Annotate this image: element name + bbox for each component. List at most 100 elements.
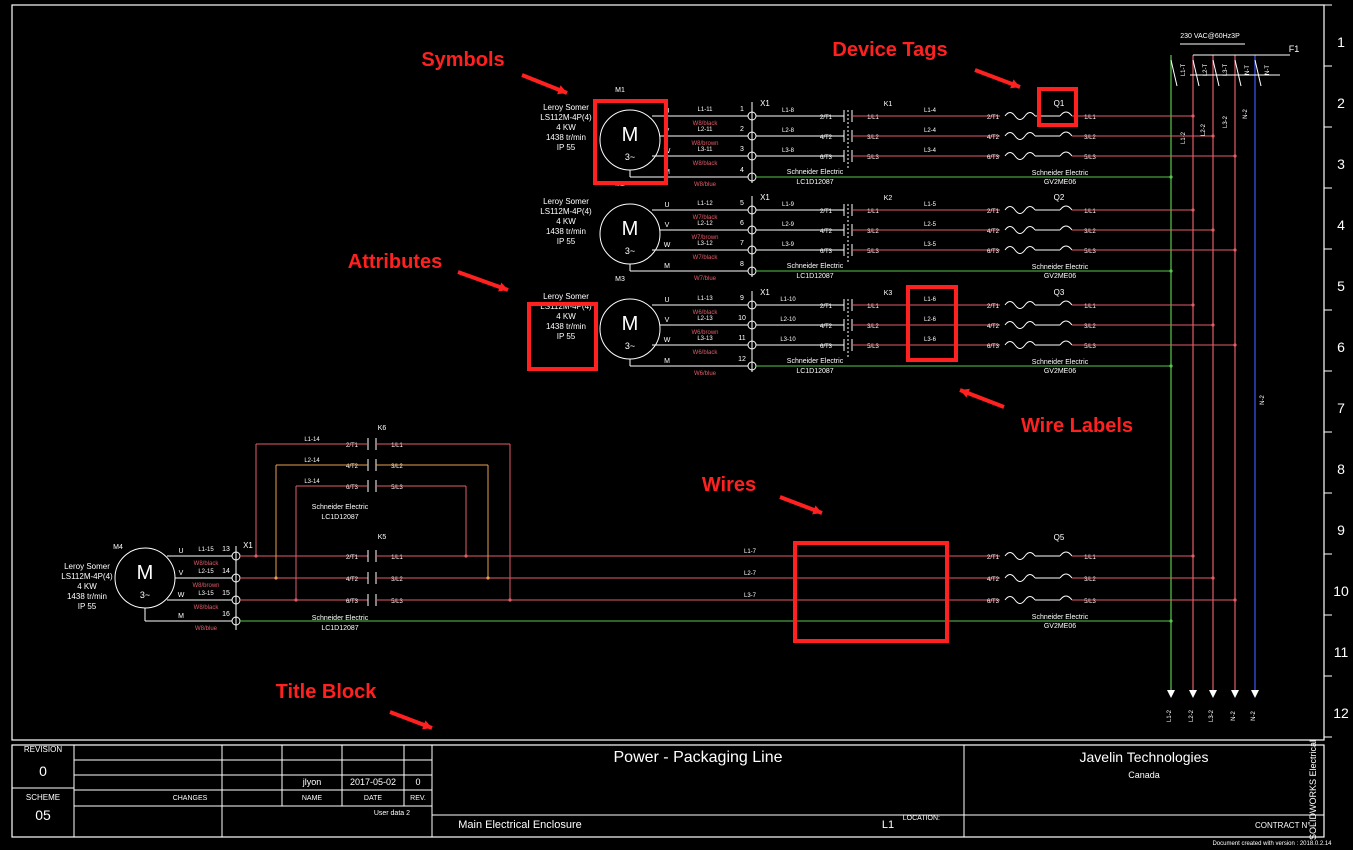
supply-bus-label: L3-T	[1223, 64, 1229, 77]
annotation-arrowhead-icon	[557, 85, 567, 95]
contact-label: 2/T1	[820, 115, 833, 121]
motor-attribute: 1438 tr/min	[67, 592, 107, 601]
wire-label: L1-9	[782, 202, 795, 208]
breaker-tag: Q1	[1054, 99, 1065, 108]
wire-label: L2-14	[304, 458, 320, 464]
contactor-tag: K6	[378, 425, 387, 432]
contact-label: 2/T1	[820, 209, 833, 215]
contact-label: 4/T2	[987, 577, 1000, 583]
wire-label: L3-9	[782, 242, 795, 248]
terminal-pin: 16	[222, 611, 230, 618]
thermal-element-icon	[1004, 596, 1036, 604]
cable-label: W7/blue	[694, 276, 717, 282]
breaker-tag: Q5	[1054, 533, 1065, 542]
magnetic-element-icon	[1059, 320, 1073, 326]
magnetic-element-icon	[1059, 595, 1073, 601]
ruler-number: 8	[1337, 461, 1345, 477]
bus-bottom-label: N-2	[1251, 711, 1257, 721]
magnetic-element-icon	[1059, 551, 1073, 557]
cable-label: W6/blue	[694, 371, 717, 377]
junction-dot	[1191, 208, 1195, 212]
wire-label: L3-5	[924, 242, 937, 248]
motor-terminal-label: M	[664, 358, 670, 365]
ruler-number: 10	[1333, 583, 1349, 599]
ruler-number: 1	[1337, 34, 1345, 50]
wire-label: L3-12	[697, 241, 713, 247]
supply-bus-label: L1-T	[1181, 64, 1187, 77]
motor-attribute: LS112M-4P(4)	[540, 302, 592, 311]
contact-label: 4/T2	[987, 324, 1000, 330]
contact-label: 1/L1	[1084, 555, 1096, 561]
cable-label: W8/blue	[694, 182, 717, 188]
contact-label: 3/L2	[391, 464, 403, 470]
wire-label: L3-7	[744, 593, 757, 599]
junction-dot	[1169, 619, 1173, 623]
switch-blade-line	[1254, 59, 1262, 87]
contact-label: 3/L2	[867, 324, 879, 330]
wire-label: L1-8	[782, 108, 795, 114]
bus-arrow-icon	[1209, 690, 1217, 698]
contact-label: 6/T3	[987, 599, 1000, 605]
contact-label: 3/L2	[1084, 324, 1096, 330]
motor-letter: M	[622, 124, 639, 146]
thermal-element-icon	[1004, 574, 1036, 582]
wire-label: L3-13	[697, 336, 713, 342]
contact-label: 4/T2	[987, 229, 1000, 235]
motor-attribute: LS112M-4P(4)	[540, 113, 592, 122]
contact-label: 6/T3	[820, 249, 833, 255]
junction-dot	[1233, 154, 1237, 158]
motor-terminal-label: V	[179, 570, 184, 577]
bus-bottom-label: N-2	[1231, 711, 1237, 721]
terminal-strip-tag: X1	[760, 99, 770, 108]
created-with-note: Document created with version : 2018.0.2…	[1212, 841, 1332, 847]
contact-label: 5/L3	[1084, 599, 1096, 605]
magnetic-element-icon	[1059, 573, 1073, 579]
motor-attribute: IP 55	[557, 332, 576, 341]
contact-label: 6/T3	[987, 249, 1000, 255]
terminal-pin: 6	[740, 220, 744, 227]
contact-label: 3/L2	[867, 135, 879, 141]
magnetic-element-icon	[1059, 300, 1073, 306]
cable-label: W8/brown	[691, 141, 718, 147]
wire-label: L1-6	[924, 297, 937, 303]
motor-attribute: 1438 tr/min	[546, 227, 586, 236]
annotation-device-tags: Device Tags	[832, 39, 947, 61]
thermal-element-icon	[1004, 132, 1036, 140]
wire-label: L2-6	[924, 317, 937, 323]
annotation-symbols: Symbols	[421, 49, 504, 71]
contact-label: 2/T1	[987, 555, 1000, 561]
cable-label: W6/black	[693, 310, 719, 316]
contact-label: 4/T2	[346, 577, 359, 583]
annotation-arrowhead-icon	[1010, 79, 1020, 89]
ruler-number: 2	[1337, 95, 1345, 111]
motor-terminal-label: W	[664, 242, 671, 249]
contact-label: 2/T1	[346, 443, 359, 449]
contact-label: 6/T3	[346, 599, 359, 605]
wire-label: L1-7	[744, 549, 757, 555]
motor-phase: 3~	[140, 590, 150, 600]
supply-bus-label: N-T	[1265, 65, 1271, 75]
junction-dot	[1211, 323, 1215, 327]
breaker-make: Schneider Electric	[1032, 359, 1089, 366]
bus-arrow-icon	[1231, 690, 1239, 698]
magnetic-element-icon	[1059, 225, 1073, 231]
wire-label: L2-11	[698, 127, 714, 133]
contact-label: 3/L2	[1084, 577, 1096, 583]
annotation-wires: Wires	[702, 474, 756, 496]
supply-tag: F1	[1289, 44, 1300, 54]
ruler-number: 5	[1337, 278, 1345, 294]
wire-label: L1-4	[924, 108, 937, 114]
magnetic-element-icon	[1059, 151, 1073, 157]
motor-attribute: IP 55	[557, 237, 576, 246]
thermal-element-icon	[1004, 226, 1036, 234]
motor-attribute: LS112M-4P(4)	[61, 572, 113, 581]
thermal-element-icon	[1004, 341, 1036, 349]
annotation-arrowhead-icon	[812, 505, 822, 515]
terminal-pin: 10	[738, 315, 746, 322]
wire-labels-highlight-box	[906, 285, 958, 362]
magnetic-element-icon	[1059, 245, 1073, 251]
junction-dot	[508, 598, 512, 602]
annotation-title-block: Title Block	[276, 681, 378, 703]
contactor-model: LC1D12087	[796, 179, 833, 186]
annotation-arrowhead-icon	[960, 388, 970, 398]
